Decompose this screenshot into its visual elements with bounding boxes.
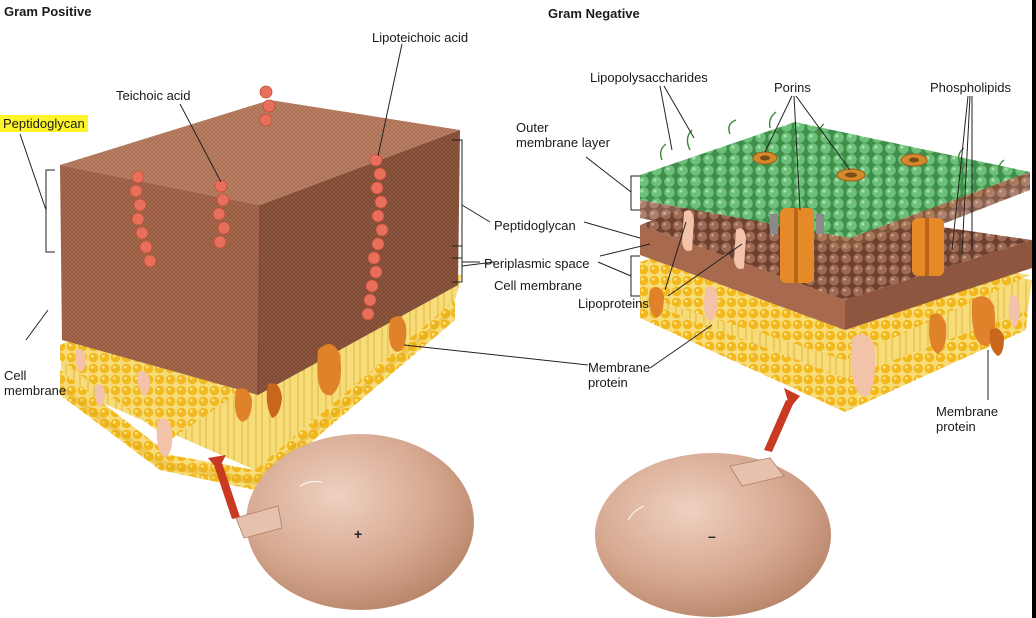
label-lipopolysaccharides: Lipopolysaccharides: [590, 70, 708, 85]
label-cell-membrane-left-line1: Cell: [4, 368, 27, 383]
gram-negative-wall: [583, 85, 1032, 617]
bacterial-cell-icon: [595, 453, 831, 617]
label-cell-membrane-left-line2: membrane: [4, 383, 67, 398]
label-lipoproteins: Lipoproteins: [578, 296, 649, 311]
label-teichoic-acid: Teichoic acid: [116, 88, 191, 103]
label-outer-membrane-line2: membrane layer: [516, 135, 610, 150]
gram-positive-wall: [19, 43, 589, 610]
label-phospholipids: Phospholipids: [930, 80, 1011, 95]
gram-positive-sign: +: [354, 526, 363, 542]
label-porins: Porins: [774, 80, 811, 95]
label-periplasmic-space: Periplasmic space: [484, 256, 590, 271]
gn-outer-membrane: [640, 122, 1030, 260]
label-outer-membrane-layer: Outer membrane layer: [516, 120, 610, 150]
label-membrane-protein-center-line1: Membrane: [588, 360, 651, 375]
label-cell-membrane-left: Cell membrane: [4, 368, 66, 398]
bacterial-cell-icon: [246, 434, 474, 610]
gp-membrane-proteins: [75, 316, 407, 458]
right-border: [1032, 0, 1036, 618]
lipoteichoic-acid-chain: [361, 153, 389, 321]
gn-leader-lines: [583, 85, 989, 400]
label-lipoteichoic-acid: Lipoteichoic acid: [372, 30, 469, 45]
gp-leader-lines: [19, 43, 589, 366]
red-arrow-icon: [764, 388, 800, 452]
label-outer-membrane-line1: Outer: [516, 120, 549, 135]
label-membrane-protein-right: Membrane protein: [936, 404, 998, 434]
label-peptidoglycan-shared: Peptidoglycan: [494, 218, 576, 233]
highlight-peptidoglycan: Peptidoglycan: [0, 115, 88, 132]
gram-positive-title: Gram Positive: [4, 4, 92, 19]
gp-brackets: [45, 139, 463, 283]
red-arrow-icon: [208, 455, 240, 519]
gram-negative-sign: –: [708, 528, 716, 544]
label-membrane-protein-center-line2: protein: [588, 375, 628, 390]
label-peptidoglycan-highlighted: Peptidoglycan: [0, 115, 88, 132]
teichoic-acid-chains: [129, 85, 276, 268]
label-membrane-protein-center: Membrane protein: [588, 360, 650, 390]
gn-proteins: [648, 210, 1020, 397]
label-membrane-protein-right-line1: Membrane: [936, 404, 999, 419]
label-membrane-protein-right-line2: protein: [936, 419, 976, 434]
label-cell-membrane-shared: Cell membrane: [494, 278, 583, 293]
porin-proteins: [752, 151, 944, 283]
gp-peptidoglycan-block: [60, 100, 460, 396]
gram-negative-title: Gram Negative: [548, 6, 640, 21]
